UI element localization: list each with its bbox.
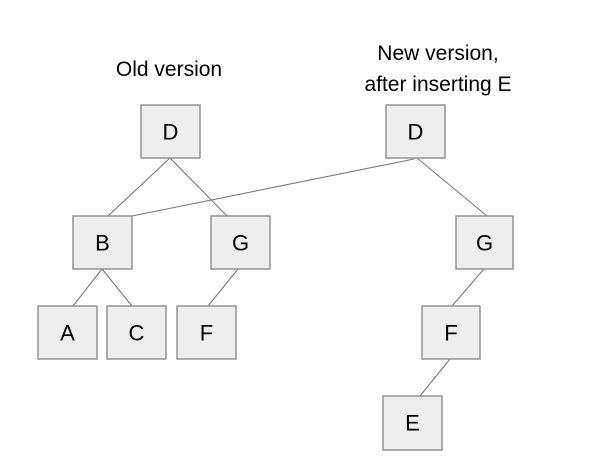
node-old-d[interactable]: D: [140, 104, 201, 159]
node-label: G: [232, 231, 249, 256]
edge-old-b-to-old-a: [72, 268, 103, 307]
node-box: [72, 215, 133, 270]
node-label: B: [95, 231, 110, 256]
node-label: D: [163, 120, 179, 145]
edge-old-d-to-old-g: [169, 157, 228, 217]
node-label: D: [408, 120, 424, 145]
edge-new-f-to-new-e: [419, 358, 451, 397]
node-box: [385, 104, 446, 159]
edge-group: [72, 157, 488, 397]
caption-new-version-line1: New version,: [377, 42, 498, 65]
node-box: [455, 215, 514, 270]
caption-new-version-line2: after inserting E: [364, 73, 511, 96]
node-box: [37, 305, 98, 360]
node-old-g[interactable]: G: [210, 215, 271, 270]
node-old-b[interactable]: B: [72, 215, 133, 270]
node-new-d[interactable]: D: [385, 104, 446, 159]
node-box: [176, 305, 237, 360]
edge-new-d-to-shared-old-b: [131, 158, 415, 217]
node-label: A: [60, 321, 75, 346]
edge-old-d-to-old-b: [107, 157, 171, 217]
node-box: [106, 305, 167, 360]
node-box: [421, 305, 481, 360]
node-old-c[interactable]: C: [106, 305, 167, 360]
edge-old-b-to-old-c: [101, 268, 133, 307]
edge-new-g-to-new-f: [451, 268, 485, 307]
node-new-e[interactable]: E: [382, 395, 443, 451]
node-label: C: [129, 321, 145, 346]
node-box: [210, 215, 271, 270]
node-box: [382, 395, 443, 451]
node-label: F: [444, 321, 457, 346]
node-box: [140, 104, 201, 159]
node-label: G: [476, 231, 493, 256]
caption-old-version: Old version: [116, 58, 222, 81]
node-new-g[interactable]: G: [455, 215, 514, 270]
edge-new-d-to-new-g: [416, 157, 488, 217]
edge-old-g-to-old-f: [207, 268, 239, 307]
node-new-f[interactable]: F: [421, 305, 481, 360]
node-label: E: [405, 411, 420, 436]
node-old-a[interactable]: A: [37, 305, 98, 360]
node-label: F: [200, 321, 213, 346]
node-old-f[interactable]: F: [176, 305, 237, 360]
